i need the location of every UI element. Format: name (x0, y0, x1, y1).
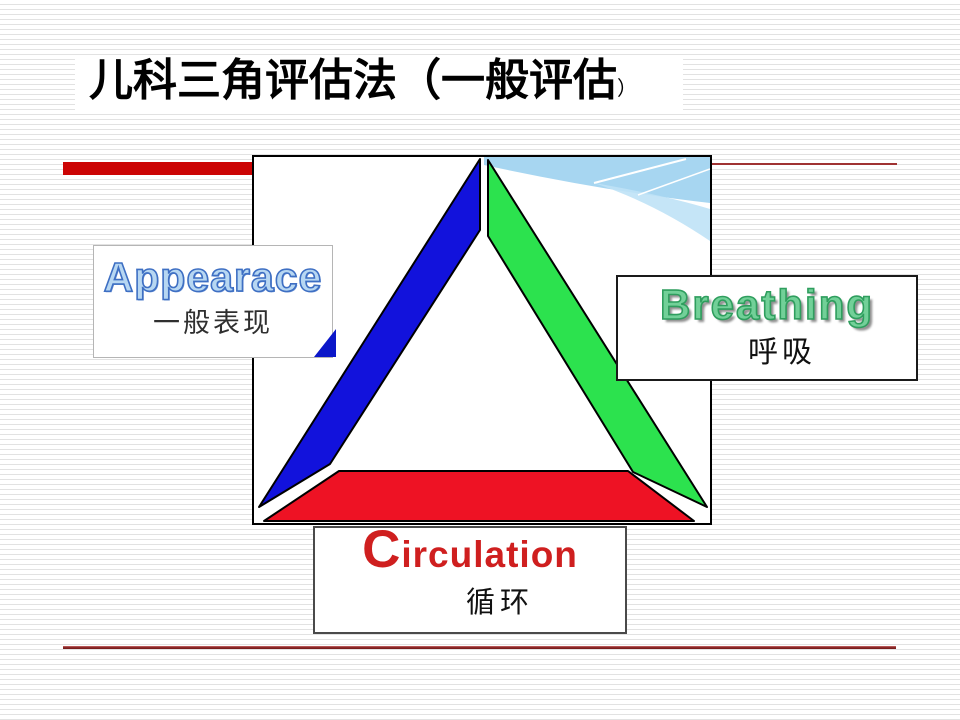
circulation-label-en: Circulation (315, 523, 625, 576)
left-accent-bar (63, 162, 252, 175)
page-title: 儿科三角评估法（一般评估） (75, 53, 637, 117)
breathing-side (487, 159, 708, 508)
circulation-label-zh: 循环 (465, 586, 534, 619)
right-accent-line (712, 163, 897, 165)
appearance-label-zh: 一般表现 (153, 308, 273, 339)
title-box: 儿科三角评估法（一般评估） (75, 56, 683, 112)
bottom-accent-line (63, 646, 896, 649)
appearance-label-en: Appearace (103, 254, 323, 300)
page-title-closing-paren: ） (617, 77, 637, 100)
page-title-text: 儿科三角评估法（一般评估 (89, 55, 617, 105)
breathing-label-box: Breathing 呼吸 (616, 275, 918, 381)
circulation-rest-letters: irculation (401, 534, 578, 575)
breathing-label-en: Breathing (659, 281, 874, 328)
circulation-label-box: Circulation 循环 (313, 523, 627, 634)
swoosh-highlight-line (593, 158, 687, 184)
circulation-base (263, 470, 695, 522)
swoosh-highlight-line-2 (637, 168, 710, 196)
appearance-label-box: Appearace 一般表现 (93, 245, 336, 358)
swoosh-decoration (484, 157, 710, 203)
breathing-label-zh: 呼吸 (748, 336, 816, 370)
circulation-initial-letter: C (362, 520, 402, 579)
appearance-side (258, 158, 481, 508)
swoosh-decoration-secondary (594, 183, 710, 241)
